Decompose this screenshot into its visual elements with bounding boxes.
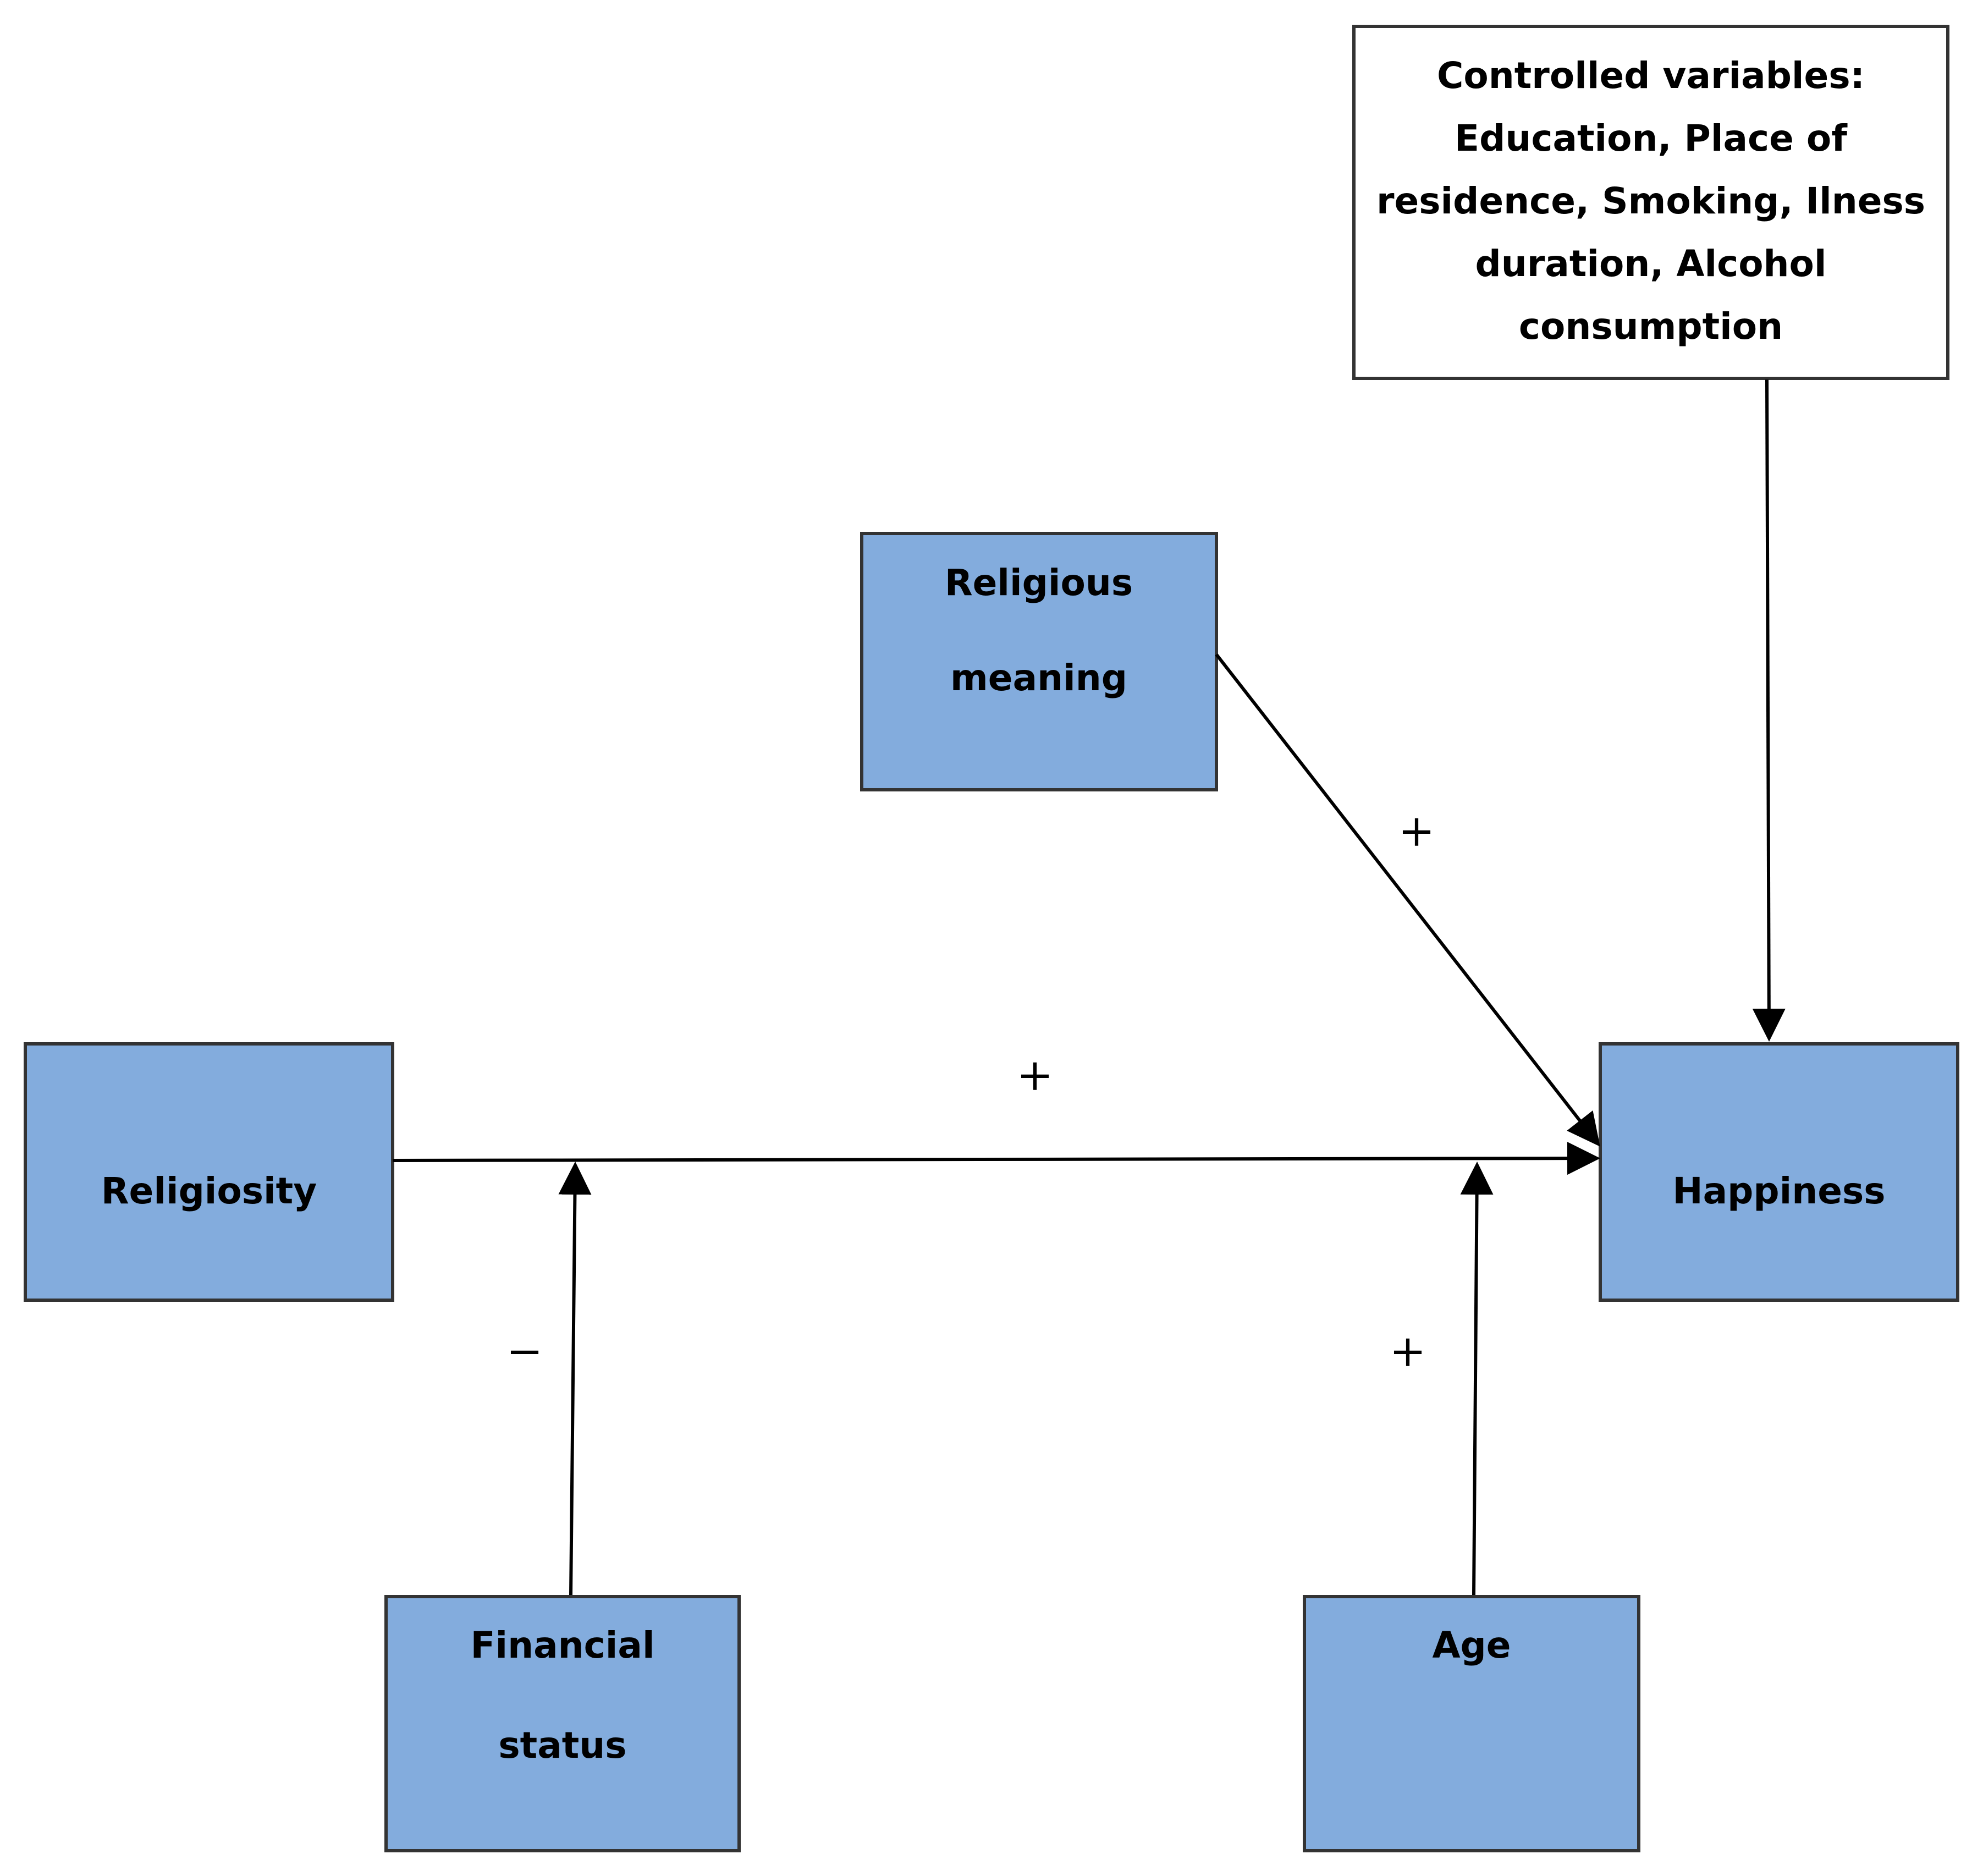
arrow-meaning-to-happiness <box>1215 653 1600 1147</box>
controlled-variables-line-4: duration, Alcohol <box>1475 243 1827 285</box>
religious-meaning-box: Religious meaning <box>860 532 1218 791</box>
sign-religiosity-to-happiness: + <box>1016 1049 1053 1101</box>
age-label: Age <box>1432 1624 1511 1666</box>
arrow-age-moderation <box>1460 1162 1494 1596</box>
religious-meaning-line-1: Religious <box>945 562 1133 604</box>
financial-status-box: Financial status <box>384 1595 741 1852</box>
sign-age-moderation: + <box>1389 1325 1426 1377</box>
controlled-variables-line-1: Controlled variables: <box>1437 54 1865 97</box>
sign-financial-moderation: − <box>506 1325 543 1377</box>
financial-status-line-1: Financial <box>470 1624 654 1666</box>
religiosity-box: Religiosity <box>24 1042 394 1302</box>
controlled-variables-box: Controlled variables: Education, Place o… <box>1352 25 1949 380</box>
controlled-variables-line-5: consumption <box>1519 305 1783 348</box>
arrow-religiosity-to-happiness <box>392 1142 1600 1175</box>
controlled-variables-line-2: Education, Place of <box>1455 117 1848 159</box>
financial-status-line-2: status <box>498 1724 626 1767</box>
arrow-financial-moderation <box>558 1162 592 1596</box>
religiosity-label: Religiosity <box>101 1170 317 1212</box>
arrow-controlled-to-happiness <box>1752 379 1786 1042</box>
age-box: Age <box>1303 1595 1640 1852</box>
religious-meaning-line-2: meaning <box>950 657 1127 699</box>
happiness-box: Happiness <box>1599 1042 1959 1302</box>
controlled-variables-line-3: residence, Smoking, Ilness <box>1376 180 1925 222</box>
happiness-label: Happiness <box>1672 1170 1885 1212</box>
sign-meaning-to-happiness: + <box>1398 805 1435 856</box>
